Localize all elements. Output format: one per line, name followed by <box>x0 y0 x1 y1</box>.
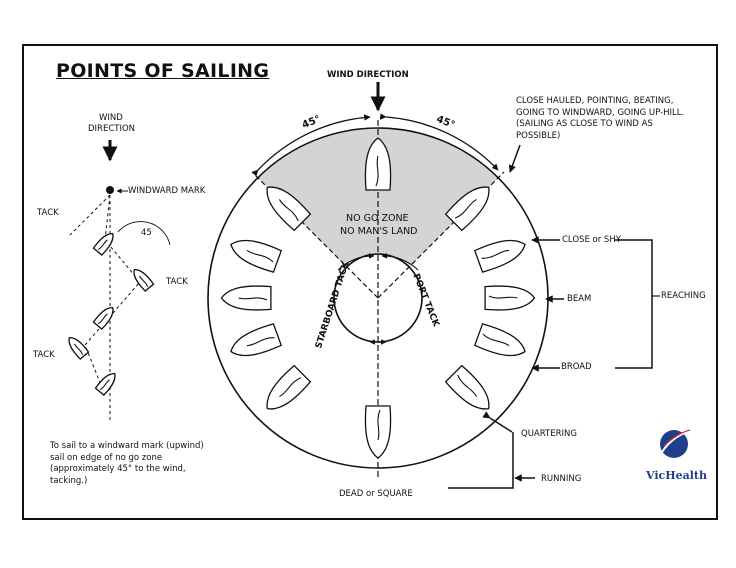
left-tack-extra <box>69 194 111 236</box>
close-hauled-line-3: (SAILING AS CLOSE TO WIND AS <box>516 119 653 129</box>
close-hauled-line-2: GOING TO WINDWARD, GOING UP-HILL. <box>516 107 685 118</box>
boat-0 <box>266 364 312 410</box>
left-boat-5 <box>94 373 116 396</box>
left-tack-path <box>84 194 141 396</box>
left-boat-2 <box>133 269 155 292</box>
dead-or-square-label: DEAD or SQUARE <box>339 489 413 499</box>
boat-running <box>364 405 392 459</box>
quartering-pointer <box>482 411 513 433</box>
boat-7 <box>484 285 536 311</box>
tack-label-3: TACK <box>33 350 55 360</box>
angle-arc-top-right <box>379 113 499 171</box>
beam-label: BEAM <box>567 294 592 304</box>
left-boat-3 <box>92 307 114 330</box>
boat-4 <box>266 186 312 232</box>
upwind-note-line-3: (approximately 45° to the wind, <box>50 464 186 474</box>
close-or-shy-label: CLOSE or SHY <box>562 235 621 245</box>
close-hauled-arrow <box>508 144 521 173</box>
left-boat-4 <box>68 337 90 360</box>
upwind-note-line-2: sail on edge of no go zone <box>50 452 163 463</box>
wind-direction-left-label-1: WIND <box>99 113 123 123</box>
page-title: POINTS OF SAILING <box>56 60 270 82</box>
boat-head-to-wind <box>364 137 392 191</box>
close-hauled-description: CLOSE HAULED, POINTING, BEATING, GOING T… <box>516 96 706 142</box>
running-bracket <box>448 432 514 489</box>
wind-direction-left-label-2: DIRECTION <box>88 124 136 134</box>
boat-6 <box>473 239 526 273</box>
windward-mark-label: WINDWARD MARK <box>128 186 206 196</box>
reaching-label: REACHING <box>661 291 706 301</box>
boat-3 <box>230 239 283 273</box>
upwind-note: To sail to a windward mark (upwind) sail… <box>50 441 250 487</box>
quartering-label: QUARTERING <box>521 429 577 439</box>
windward-mark-dot <box>106 186 114 194</box>
boat-9 <box>444 364 490 410</box>
boat-2 <box>220 285 272 311</box>
inner-arc-left <box>337 253 375 271</box>
no-mans-land-label: NO MAN'S LAND <box>340 226 418 237</box>
tack-label-2: TACK <box>166 277 188 287</box>
left-boat-1 <box>92 233 114 256</box>
tack-label-1: TACK <box>37 208 59 218</box>
left-boats-group <box>68 233 155 396</box>
angle-45-left-label: 45 <box>141 228 152 238</box>
running-label: RUNNING <box>541 474 582 484</box>
boat-5 <box>444 186 490 232</box>
broad-label: BROAD <box>561 362 592 372</box>
no-go-zone-label: NO GO ZONE <box>346 213 409 224</box>
reaching-bracket <box>615 239 653 369</box>
inner-arc-right <box>381 253 419 271</box>
left-angle-arc <box>117 221 171 246</box>
wind-direction-label: WIND DIRECTION <box>327 70 409 80</box>
angle-arc-top-left <box>251 114 371 177</box>
close-hauled-line-1: CLOSE HAULED, POINTING, BEATING, <box>516 96 674 106</box>
vichealth-logo-text: VicHealth <box>646 469 707 482</box>
boat-8 <box>473 323 526 357</box>
boat-1 <box>230 323 283 357</box>
diagram-frame <box>22 44 718 520</box>
upwind-note-line-1: To sail to a windward mark (upwind) <box>50 441 204 451</box>
vichealth-logo-mark <box>660 429 693 458</box>
upwind-note-line-4: tacking.) <box>50 475 88 486</box>
boats-group <box>220 137 536 459</box>
close-hauled-line-4: POSSIBLE) <box>516 130 561 141</box>
